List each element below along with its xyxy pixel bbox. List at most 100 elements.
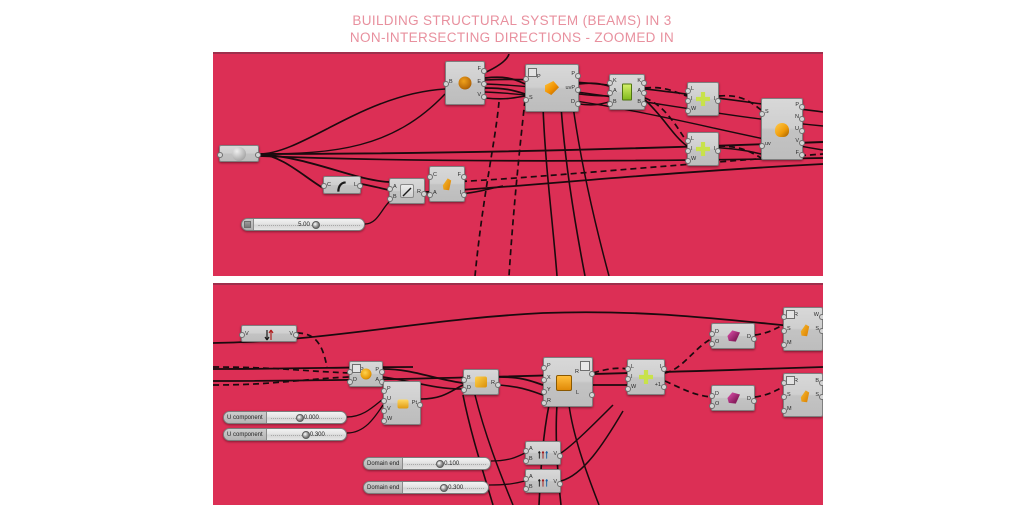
slider-track[interactable]: 0.300 bbox=[403, 482, 488, 493]
port-in-X[interactable] bbox=[541, 377, 547, 383]
port-out-V[interactable] bbox=[799, 140, 805, 146]
port-in-K[interactable] bbox=[607, 80, 613, 86]
slider-track[interactable]: 0.300 bbox=[266, 429, 346, 440]
port-in-R[interactable] bbox=[541, 400, 547, 406]
port-in-V[interactable] bbox=[381, 408, 387, 414]
port-in-O[interactable] bbox=[709, 403, 715, 409]
port-in-Y[interactable] bbox=[541, 389, 547, 395]
port-in-B[interactable] bbox=[443, 81, 449, 87]
slider-knob[interactable] bbox=[436, 459, 445, 468]
slider-knob[interactable] bbox=[301, 430, 310, 439]
port-out-V[interactable] bbox=[557, 453, 563, 459]
port-in-B[interactable] bbox=[523, 486, 529, 492]
port-in[interactable] bbox=[217, 152, 223, 158]
node-preview-toggle[interactable] bbox=[580, 361, 590, 371]
port-out-R[interactable] bbox=[495, 382, 501, 388]
port-in-I[interactable] bbox=[685, 98, 691, 104]
surface-closest-point-node[interactable]: P S P uvP D bbox=[523, 64, 581, 112]
port-out[interactable] bbox=[255, 152, 261, 158]
construct-point-node[interactable]: P U V W Pt bbox=[381, 381, 423, 425]
port-in-A[interactable] bbox=[387, 186, 393, 192]
port-in-D[interactable] bbox=[709, 393, 715, 399]
port-out-K[interactable] bbox=[641, 80, 647, 86]
port-out-F[interactable] bbox=[461, 174, 467, 180]
divide-domain-bottom-node[interactable]: D O D bbox=[709, 385, 757, 411]
port-out-S[interactable] bbox=[819, 328, 823, 334]
port-out-Pt[interactable] bbox=[417, 402, 423, 408]
port-in-D[interactable] bbox=[347, 379, 353, 385]
top-canvas[interactable]: B F E V P S P uvP D bbox=[213, 52, 823, 276]
evaluate-surface-node[interactable]: S uv P N U V F bbox=[759, 98, 805, 160]
port-out-U[interactable] bbox=[799, 128, 805, 134]
port-in-V[interactable] bbox=[239, 332, 245, 338]
port-out-V[interactable] bbox=[557, 481, 563, 487]
port-in-L[interactable] bbox=[685, 138, 691, 144]
port-in-D[interactable] bbox=[709, 331, 715, 337]
port-out-I[interactable] bbox=[661, 366, 667, 372]
port-out-P[interactable] bbox=[799, 104, 805, 110]
bounding-box-node[interactable]: B D R bbox=[461, 369, 501, 395]
port-out-S[interactable] bbox=[819, 394, 823, 400]
move-points-node[interactable]: P D P A bbox=[347, 361, 385, 387]
u-component-slider-300[interactable]: U component 0.300 bbox=[223, 428, 347, 441]
u-component-slider-0[interactable]: U component 0.000 bbox=[223, 411, 347, 424]
port-in-S[interactable] bbox=[759, 111, 765, 117]
slider-knob[interactable] bbox=[311, 220, 320, 229]
port-out-R[interactable] bbox=[421, 191, 427, 197]
port-out-D[interactable] bbox=[751, 336, 757, 342]
port-out-P[interactable] bbox=[575, 73, 581, 79]
port-out-B[interactable] bbox=[641, 101, 647, 107]
extrude-top-node[interactable]: R S M W S bbox=[781, 307, 823, 351]
port-in-S[interactable] bbox=[781, 328, 787, 334]
rectangle-node[interactable]: P X Y R R L bbox=[541, 357, 595, 407]
pipe-param-node[interactable] bbox=[217, 145, 261, 162]
vector-xyz-b-node[interactable]: A B V bbox=[523, 469, 563, 493]
slider-track[interactable]: 0.000 bbox=[266, 412, 346, 423]
port-in-B[interactable] bbox=[523, 458, 529, 464]
sift-pattern-node[interactable]: K A B K A B bbox=[607, 74, 647, 110]
slider-knob[interactable] bbox=[440, 483, 449, 492]
domain-end-slider-300[interactable]: Domain end 0.300 bbox=[363, 481, 489, 494]
port-out-V[interactable] bbox=[481, 94, 487, 100]
port-in-W[interactable] bbox=[381, 418, 387, 424]
flip-vector-node[interactable]: V V bbox=[239, 325, 299, 342]
port-in-S[interactable] bbox=[523, 97, 529, 103]
port-out-plus1[interactable] bbox=[661, 384, 667, 390]
number-slider-5[interactable]: 5.00 bbox=[241, 218, 365, 231]
port-in-L[interactable] bbox=[685, 88, 691, 94]
port-out-I[interactable] bbox=[715, 98, 721, 104]
deconstruct-brep-node[interactable]: B F E V bbox=[443, 61, 487, 105]
port-in-P[interactable] bbox=[523, 76, 529, 82]
port-out-D[interactable] bbox=[751, 398, 757, 404]
port-out-uvP[interactable] bbox=[575, 87, 581, 93]
port-in-C[interactable] bbox=[427, 174, 433, 180]
port-in-P[interactable] bbox=[541, 365, 547, 371]
divide-domain-top-node[interactable]: D O D bbox=[709, 323, 757, 349]
port-out-D[interactable] bbox=[575, 101, 581, 107]
port-out-E[interactable] bbox=[481, 81, 487, 87]
domain-end-slider-100[interactable]: Domain end 0.100 bbox=[363, 457, 491, 470]
curve-length-node[interactable]: C L bbox=[321, 176, 363, 194]
port-in-W[interactable] bbox=[685, 108, 691, 114]
slider-track[interactable]: 0.100 bbox=[403, 458, 490, 469]
port-out-I[interactable] bbox=[461, 192, 467, 198]
port-out-I[interactable] bbox=[715, 148, 721, 154]
division-node[interactable]: A B R bbox=[387, 178, 427, 204]
port-in-I[interactable] bbox=[625, 376, 631, 382]
port-out-L[interactable] bbox=[589, 392, 595, 398]
port-out-L[interactable] bbox=[357, 183, 363, 189]
port-in-L[interactable] bbox=[625, 366, 631, 372]
port-in-W[interactable] bbox=[685, 158, 691, 164]
port-in-M[interactable] bbox=[781, 342, 787, 348]
port-out-F[interactable] bbox=[481, 68, 487, 74]
port-in-A[interactable] bbox=[607, 90, 613, 96]
port-out-V[interactable] bbox=[293, 332, 299, 338]
extrude-bottom-node[interactable]: R S M B S bbox=[781, 373, 823, 417]
port-in-D[interactable] bbox=[461, 387, 467, 393]
port-out-N[interactable] bbox=[799, 116, 805, 122]
port-in-B[interactable] bbox=[387, 196, 393, 202]
slider-grip[interactable] bbox=[242, 219, 254, 230]
series-lower-node[interactable]: L I W I bbox=[685, 132, 721, 166]
port-in-P[interactable] bbox=[381, 388, 387, 394]
port-out-R[interactable] bbox=[589, 371, 595, 377]
